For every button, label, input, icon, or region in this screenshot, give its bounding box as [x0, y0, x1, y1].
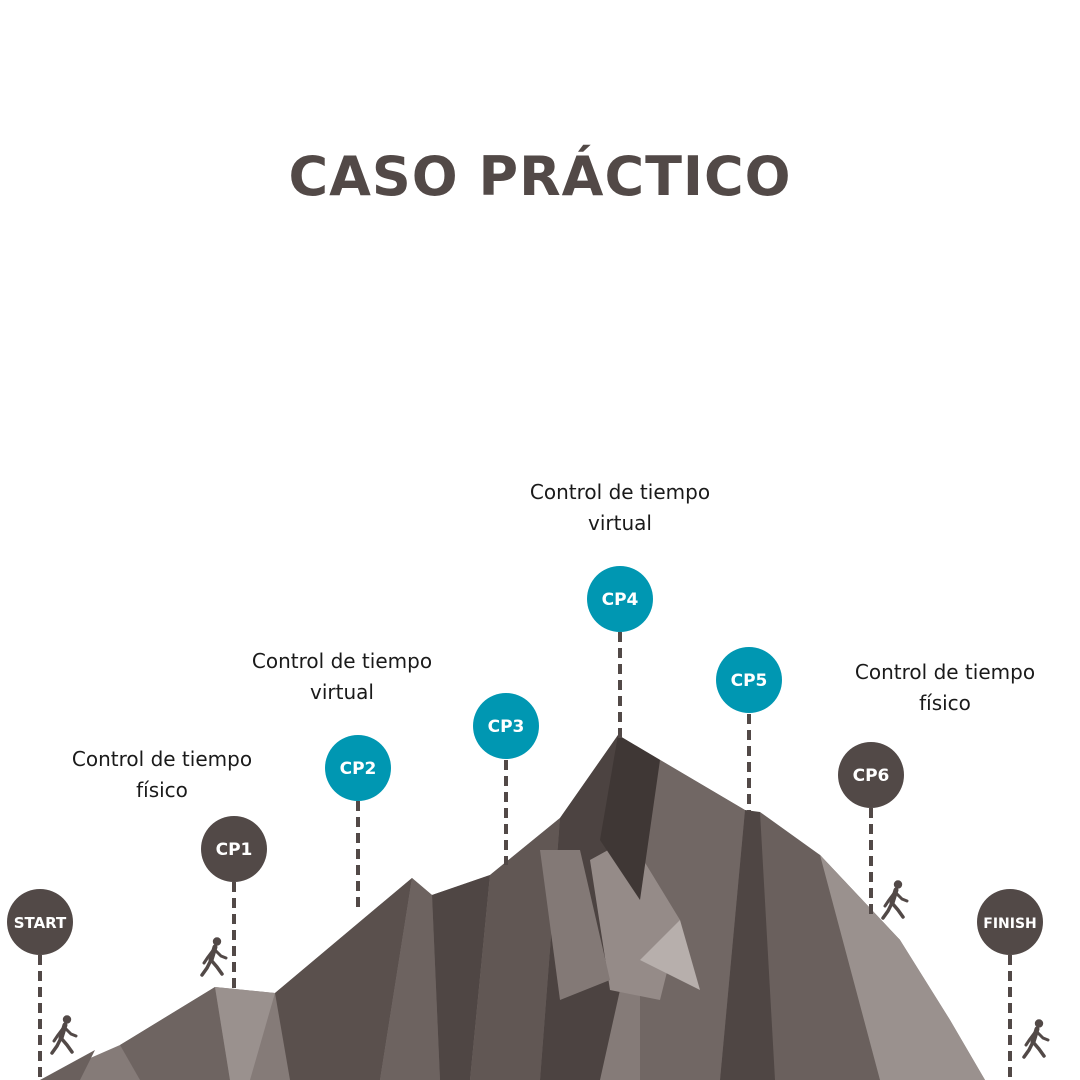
annotation-cp2-line2: virtual	[310, 680, 374, 704]
checkpoint-cp3: CP3	[473, 693, 539, 759]
checkpoint-cp5-circle	[716, 647, 782, 713]
walker-icon	[52, 1015, 76, 1053]
checkpoint-cp3-label: CP3	[488, 717, 525, 737]
checkpoint-start-circle	[7, 889, 73, 955]
checkpoint-cp5-label: CP5	[731, 671, 768, 691]
annotation-cp1-line2: físico	[136, 778, 188, 802]
checkpoint-cp2-label: CP2	[340, 759, 377, 779]
connector-lines	[38, 632, 1012, 1080]
annotation-cp6: Control de tiempo físico	[830, 657, 1060, 719]
checkpoint-cp6-label: CP6	[853, 766, 890, 786]
page-title: CASO PRÁCTICO	[288, 145, 792, 208]
annotation-cp6-line1: Control de tiempo	[854, 660, 1036, 684]
annotation-cp1: Control de tiempo físico	[47, 744, 277, 806]
annotation-cp4-line1: Control de tiempo	[529, 480, 711, 504]
checkpoint-cp1-circle	[201, 816, 267, 882]
walker-icon	[883, 880, 907, 918]
checkpoint-cp2: CP2	[325, 735, 391, 801]
walker-icon	[1024, 1019, 1048, 1057]
checkpoint-cp5: CP5	[716, 647, 782, 713]
annotation-cp6-line2: físico	[919, 691, 971, 715]
annotation-cp4-line2: virtual	[588, 511, 652, 535]
checkpoint-cp6-circle	[838, 742, 904, 808]
checkpoint-cp6: CP6	[838, 742, 904, 808]
mountain-illustration	[40, 735, 985, 1080]
annotation-cp4: Control de tiempo virtual	[505, 477, 735, 539]
checkpoint-cp4: CP4	[587, 566, 653, 632]
checkpoint-finish: FINISH	[977, 889, 1043, 955]
checkpoint-cp4-circle	[587, 566, 653, 632]
checkpoint-cp1-label: CP1	[216, 840, 253, 860]
checkpoint-start-label: START	[14, 914, 67, 932]
annotation-cp2-line1: Control de tiempo	[251, 649, 433, 673]
checkpoint-start: START	[7, 889, 73, 955]
checkpoint-finish-label: FINISH	[983, 916, 1037, 932]
checkpoint-cp4-label: CP4	[602, 590, 639, 610]
checkpoint-cp2-circle	[325, 735, 391, 801]
annotation-cp1-line1: Control de tiempo	[71, 747, 253, 771]
checkpoint-finish-circle	[977, 889, 1043, 955]
walker-icon	[202, 937, 226, 975]
checkpoint-cp3-circle	[473, 693, 539, 759]
checkpoint-cp1: CP1	[201, 816, 267, 882]
annotation-cp2: Control de tiempo virtual	[227, 646, 457, 708]
